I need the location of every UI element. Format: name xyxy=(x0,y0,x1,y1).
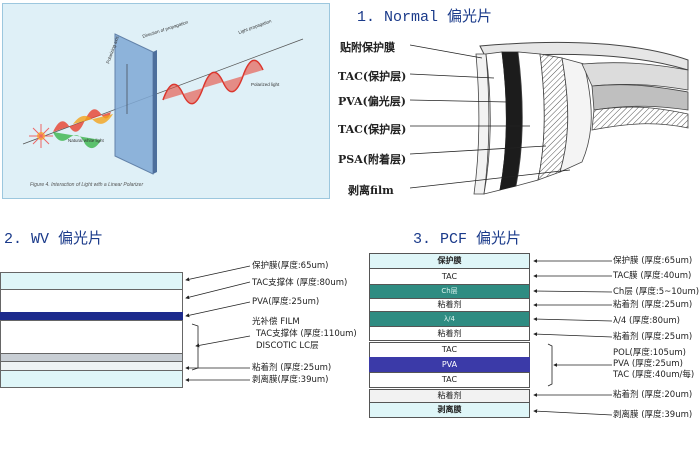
pcf-annotation-adhesive-3: 粘着剂 (厚度:20um) xyxy=(613,390,693,400)
wv-leader-lines xyxy=(185,265,251,382)
svg-text:Direction of propagation: Direction of propagation xyxy=(142,19,189,39)
pcf-annotation-tac: TAC膜 (厚度:40um) xyxy=(613,271,692,281)
wv-annotation-release: 剥离膜(厚度:39um) xyxy=(252,375,329,385)
section-title-pcf: 3. PCF 偏光片 xyxy=(413,231,522,248)
pcf-annotation-pol: POL(厚度:105um) xyxy=(613,348,686,358)
normal-label-release-protect: 贴附保护膜 xyxy=(340,41,395,54)
wv-annotation-compensation-2: TAC支撑体 (厚度:110um) xyxy=(256,329,357,339)
wv-annotation-protect: 保护膜(厚度:65um) xyxy=(252,261,329,271)
wv-tac-compensation-layer xyxy=(0,320,183,354)
polarizer-illustration: Natural white light Polarized light Pola… xyxy=(22,18,304,175)
normal-label-tac-top: TAC(保护层) xyxy=(338,70,407,83)
pcf-layer-adhesive-3: 粘着剂 xyxy=(369,389,530,403)
svg-text:Natural white light: Natural white light xyxy=(68,138,105,143)
pcf-layer-ch: Ch层 xyxy=(369,284,530,299)
pcf-layer-tac-top: TAC xyxy=(369,268,530,285)
wv-annotation-adhesive: 粘着剂 (厚度:25um) xyxy=(252,363,332,373)
pcf-layer-quarter-wave: λ/4 xyxy=(369,311,530,327)
wv-annotation-tac: TAC支撑体 (厚度:80um) xyxy=(252,278,348,288)
pcf-layer-release: 剥离膜 xyxy=(369,402,530,418)
pcf-annotation-adhesive-2: 粘着剂 (厚度:25um) xyxy=(613,332,693,342)
pcf-annotation-adhesive-1: 粘着剂 (厚度:25um) xyxy=(613,300,693,310)
wv-annotation-compensation-1: 光补偿 FILM xyxy=(252,317,300,327)
svg-text:Polarized light: Polarized light xyxy=(251,82,280,87)
polarizer-figure: Natural white light Polarized light Pola… xyxy=(2,3,330,199)
wv-annotation-pva: PVA(厚度:25um) xyxy=(252,297,320,307)
pcf-layer-adhesive-1: 粘着剂 xyxy=(369,298,530,312)
pcf-layer-tac-mid: TAC xyxy=(369,342,530,358)
section-title-wv: 2. WV 偏光片 xyxy=(4,231,104,248)
pcf-layer-protect: 保护膜 xyxy=(369,253,530,269)
figure-caption: Figure 4. Interaction of Light with a Li… xyxy=(30,182,144,188)
pcf-annotation-ch: Ch层 (厚度:5~10um) xyxy=(613,287,699,297)
pcf-annotation-quarter-wave: λ/4 (厚度:80um) xyxy=(613,316,680,326)
wv-tac-top-layer xyxy=(0,289,183,313)
pcf-annotation-release: 剥离膜 (厚度:39um) xyxy=(613,410,693,420)
normal-label-psa: PSA(附着层) xyxy=(338,153,407,166)
normal-label-release-film: 剥离film xyxy=(348,184,394,197)
normal-layer-stack xyxy=(410,42,689,195)
wv-release-film-layer xyxy=(0,370,183,388)
light-source-icon xyxy=(29,124,53,148)
pcf-annotation-pva: PVA (厚度:25um) xyxy=(613,359,683,369)
section-title-normal: 1. Normal 偏光片 xyxy=(357,9,493,26)
pcf-layer-pva: PVA xyxy=(369,357,530,373)
svg-text:Light propagation: Light propagation xyxy=(238,18,273,35)
pcf-annotation-tac-each: TAC (厚度:40um/每) xyxy=(613,370,695,380)
wv-annotation-compensation-3: DISCOTIC LC层 xyxy=(256,341,319,351)
normal-label-tac-bottom: TAC(保护层) xyxy=(338,123,407,136)
wv-protect-film-layer xyxy=(0,272,183,290)
pcf-annotation-protect: 保护膜 (厚度:65um) xyxy=(613,256,693,266)
pcf-layer-tac-bottom: TAC xyxy=(369,372,530,388)
normal-label-pva: PVA(偏光层) xyxy=(338,95,406,108)
pcf-layer-adhesive-2: 粘着剂 xyxy=(369,326,530,341)
pcf-leader-lines xyxy=(533,259,613,416)
